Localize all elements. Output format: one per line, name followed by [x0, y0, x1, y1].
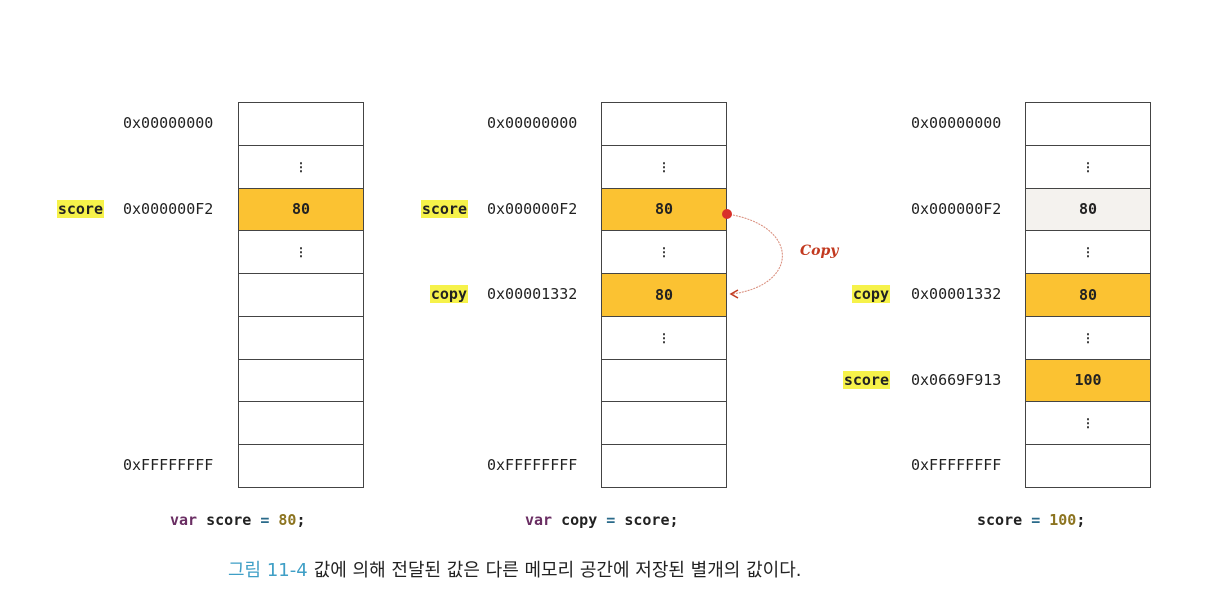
memory-address: 0x00000000 [487, 114, 578, 133]
memory-address: 0x000000F2 [487, 199, 578, 218]
memory-address: 0x00001332 [911, 285, 1002, 304]
memory-address: 0xFFFFFFFF [911, 456, 1002, 475]
code-token: = [260, 511, 279, 529]
memory-cell [238, 401, 364, 445]
memory-cell: ⋮ [1025, 315, 1151, 360]
code-token: ; [1076, 511, 1086, 529]
memory-address: 0x00000000 [911, 114, 1002, 133]
code-token: var [525, 511, 562, 529]
variable-label: copy [429, 285, 468, 304]
code-token: var [170, 511, 207, 529]
copy-label: Copy [800, 243, 839, 259]
code-token: 100 [1049, 511, 1077, 529]
memory-cell: ⋮ [1025, 230, 1151, 274]
code-token: copy [561, 511, 607, 529]
code-statement: score = 100; [977, 511, 1085, 529]
arrow-head-icon [729, 289, 739, 299]
memory-address: 0x0669F913 [911, 370, 1002, 389]
copy-source-dot [722, 209, 732, 219]
code-token: ; [296, 511, 306, 529]
memory-address: 0xFFFFFFFF [487, 456, 578, 475]
memory-cell: ⋮ [601, 144, 727, 189]
code-token: 80 [278, 511, 297, 529]
memory-cell: 80 [1025, 273, 1151, 317]
memory-cell: 80 [1025, 187, 1151, 232]
memory-address: 0x00000000 [123, 114, 214, 133]
memory-cell: 80 [238, 187, 364, 232]
memory-address: 0xFFFFFFFF [123, 456, 214, 475]
figure-number: 그림 11-4 [228, 560, 308, 581]
memory-address: 0x000000F2 [123, 199, 214, 218]
memory-cell: ⋮ [238, 144, 364, 189]
variable-label: score [56, 199, 104, 218]
code-statement: var score = 80; [170, 511, 305, 529]
memory-cell: 100 [1025, 358, 1151, 403]
code-token: score [206, 511, 261, 529]
memory-cell [601, 444, 727, 488]
memory-cell [601, 102, 727, 146]
memory-cell: ⋮ [1025, 144, 1151, 189]
code-token: = [606, 511, 625, 529]
variable-label: score [420, 199, 468, 218]
code-statement: var copy = score; [525, 511, 679, 529]
variable-label: copy [851, 285, 890, 304]
memory-cell [1025, 102, 1151, 146]
code-token: = [1031, 511, 1050, 529]
memory-cell [238, 102, 364, 146]
memory-cell [238, 444, 364, 488]
memory-cell [1025, 444, 1151, 488]
code-token: score [977, 511, 1032, 529]
memory-cell: ⋮ [601, 315, 727, 360]
code-token: score; [624, 511, 679, 529]
variable-label: score [842, 370, 890, 389]
memory-address: 0x000000F2 [911, 199, 1002, 218]
memory-address: 0x00001332 [487, 285, 578, 304]
caption-text: 값에 의해 전달된 값은 다른 메모리 공간에 저장된 별개의 값이다. [313, 560, 802, 581]
